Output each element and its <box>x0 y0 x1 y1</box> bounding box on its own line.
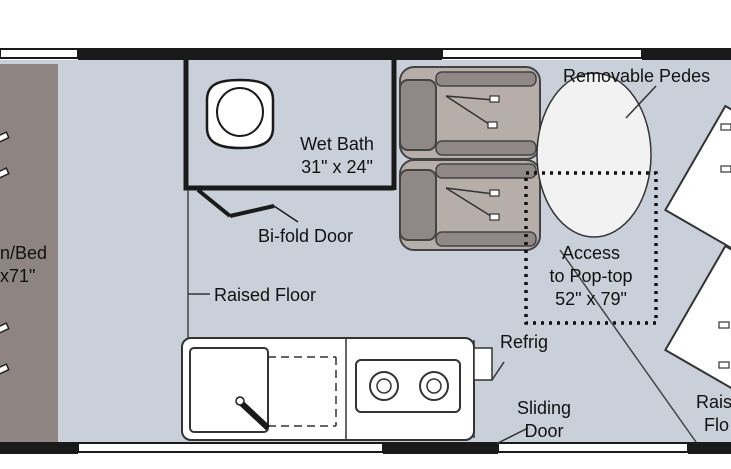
cooktop-icon <box>355 359 461 413</box>
refrig-leader <box>491 361 505 381</box>
label-refrig: Refrig <box>500 332 549 352</box>
pedestal-table <box>536 72 652 238</box>
cab-seat-bottom <box>663 244 731 392</box>
label-bifold-door: Bi-fold Door <box>258 226 354 246</box>
pedestal-leader <box>625 85 657 119</box>
sliding-door-opening <box>497 442 689 453</box>
captain-seat-top <box>399 66 541 160</box>
label-removable-pedestal: Removable Pedes <box>563 66 711 86</box>
label-wet-bath-name: Wet Bath <box>300 134 374 154</box>
bottom-wall-right <box>688 442 731 454</box>
right-raised-floor-edge <box>559 249 697 443</box>
bed-seatbelt-marks <box>0 131 10 375</box>
toilet-icon <box>205 78 275 150</box>
label-access-line1: Access <box>561 243 621 263</box>
label-sliding-door-line1: Sliding <box>516 398 572 418</box>
rear-bed <box>0 64 58 442</box>
refrigerator <box>473 347 493 381</box>
sink-icon <box>189 347 337 433</box>
sliding-door-leader <box>495 427 529 445</box>
top-wall <box>78 48 442 60</box>
bottom-wall-left <box>0 442 78 454</box>
top-wall-left <box>0 48 79 59</box>
cab-seat-top <box>663 104 731 252</box>
pop-top-access-outline <box>524 171 658 325</box>
label-raised-floor-right-line1: Rais <box>696 392 731 412</box>
bifold-door-icon <box>196 188 299 223</box>
label-access-size: 52" x 79" <box>555 289 627 309</box>
top-wall-right <box>642 48 731 60</box>
label-access-line2: to Pop-top <box>549 266 633 286</box>
bottom-wall-mid <box>383 442 498 454</box>
label-bed-line2: x71" <box>0 266 36 286</box>
label-raised-floor-right-line2: Flo <box>704 415 730 435</box>
label-wet-bath-size: 31" x 24" <box>301 157 373 177</box>
label-raised-floor: Raised Floor <box>214 285 317 305</box>
bottom-window <box>77 442 384 453</box>
top-window <box>441 48 643 59</box>
label-sliding-door-line2: Door <box>524 421 564 441</box>
wet-bath-walls <box>183 60 397 191</box>
label-bed-line1: n/Bed <box>0 243 48 263</box>
captain-seat-bottom <box>399 159 541 251</box>
